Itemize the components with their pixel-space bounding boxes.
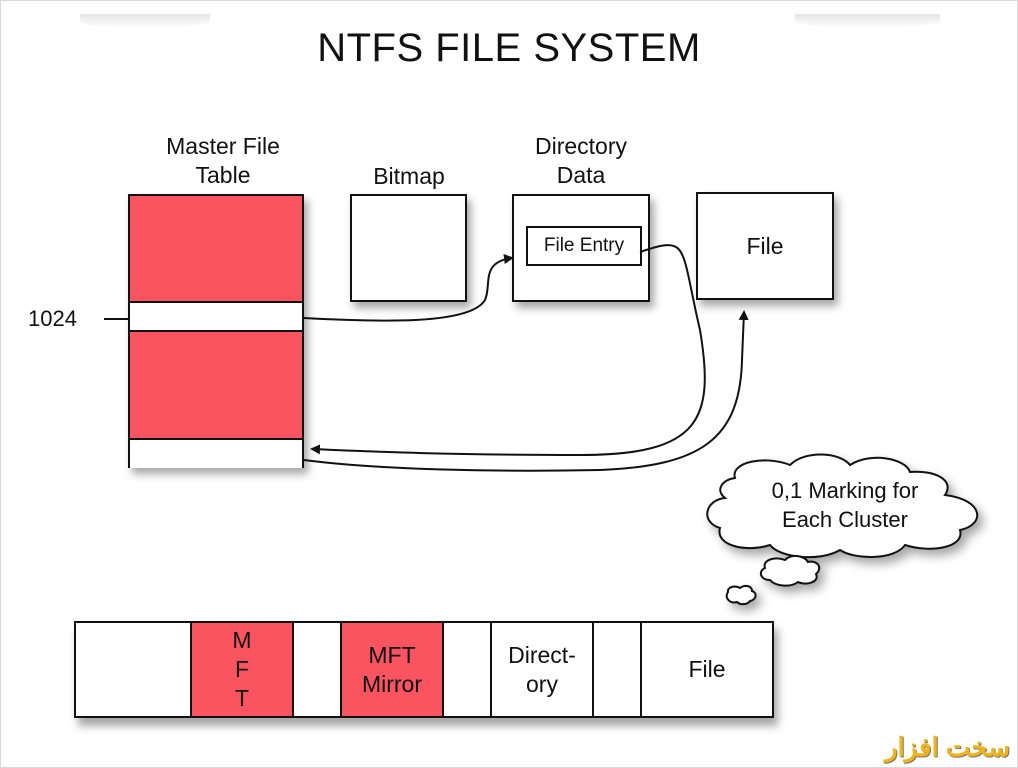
thought-cloud [706,453,979,606]
record-marker-label: 1024 [28,306,77,331]
mft-record-1024 [130,301,302,332]
mft-cell-line: M [232,627,252,653]
disk-cell-directory: Direct- ory [492,623,594,716]
disk-cell-file: File [642,623,772,716]
disk-cell-empty [594,623,642,716]
watermark-logo: سخت افزار [884,732,1010,762]
arrow-mft-to-file-entry [303,254,514,322]
directory-label-line2: Data [556,162,606,188]
decoration-left [80,14,210,28]
decoration-right [795,14,940,28]
mft-block [128,194,304,468]
disk-cell-mft: M F T [192,623,294,716]
directory-label: Directory Data [512,132,650,190]
file-entry: File Entry [526,226,642,266]
disk-cell-empty [444,623,492,716]
mft-label-line2: Table [195,162,251,188]
directory-cell-line: Direct- [508,641,576,668]
arrow-mft-to-file [303,310,749,472]
mft-cell-line: F [234,656,250,682]
bitmap-label: Bitmap [373,163,445,189]
disk-cell-empty [294,623,342,716]
disk-cell-boot [76,623,192,716]
disk-cell-mft-mirror: MFT Mirror [342,623,444,716]
disk-layout-strip: M F T MFT Mirror Direct- ory File [74,621,774,718]
bitmap-block [350,194,467,302]
mft-cell-line: T [234,685,250,711]
record-marker-tick [104,318,128,320]
file-box: File [696,192,834,300]
mft-record-bottom [130,438,302,468]
mft-label: Master File Table [128,132,318,190]
mft-label-line1: Master File [166,133,280,159]
cloud-text: 0,1 Marking for Each Cluster [720,476,970,534]
mft-mirror-line: MFT [368,641,416,668]
cloud-text-line1: 0,1 Marking for [771,478,919,503]
cloud-text-line2: Each Cluster [782,507,908,532]
directory-label-line1: Directory [534,133,627,159]
arrow-file-entry-to-mft [310,244,706,457]
page-title: NTFS FILE SYSTEM [317,26,701,70]
file-box-label: File [746,232,784,259]
directory-cell-line: ory [526,670,558,697]
directory-block: File Entry [512,194,650,302]
file-cell-label: File [688,656,726,682]
mft-mirror-line: Mirror [361,670,423,697]
